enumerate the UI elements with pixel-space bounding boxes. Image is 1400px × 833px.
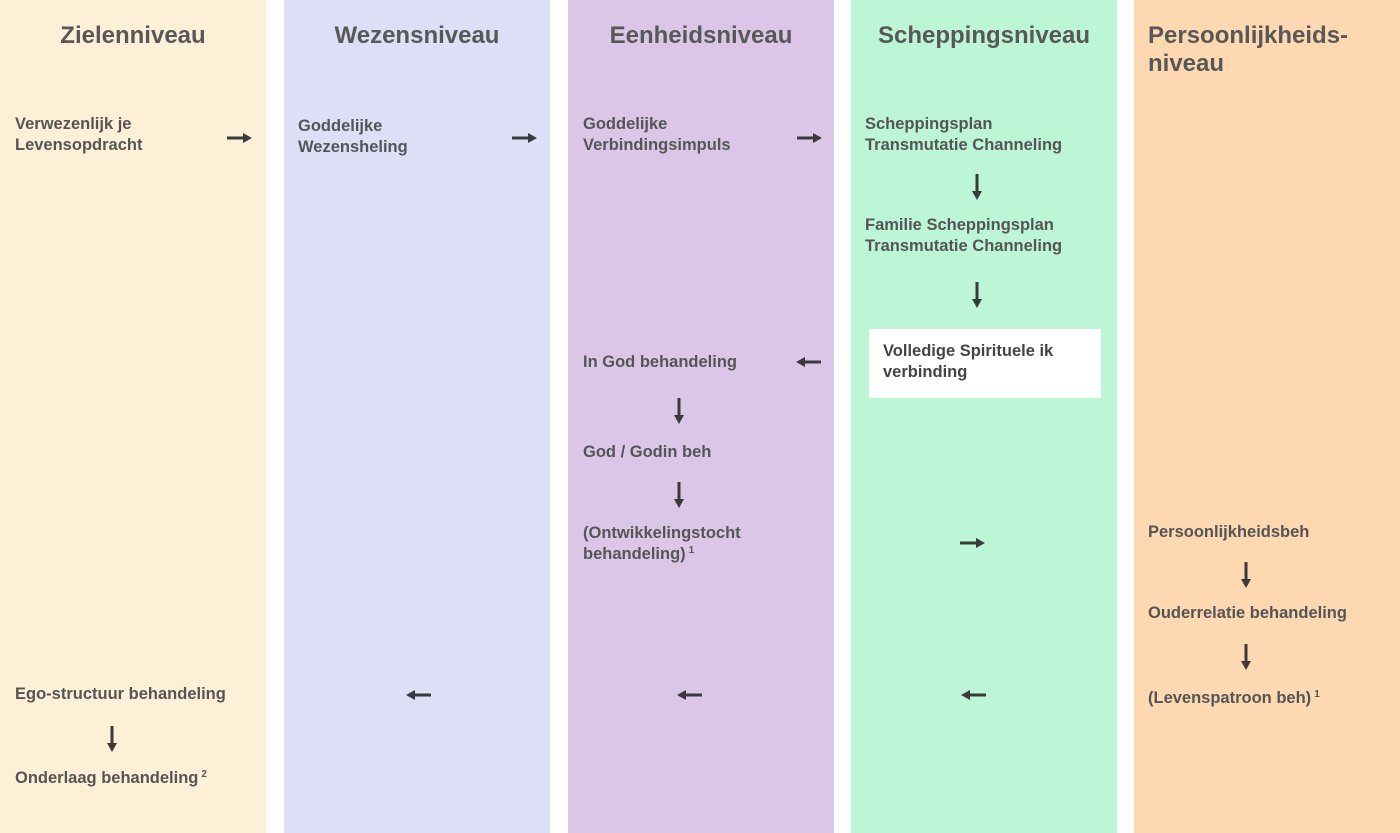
scheppingsplan-node: Scheppingsplan Transmutatie Channeling (865, 115, 1063, 154)
levensopdracht-node: Verwezenlijk je Levensopdracht (15, 115, 143, 154)
persoonlijkheidsbeh-node: Persoonlijkheidsbeh (1148, 523, 1310, 541)
column-title: Persoonlijkheids- niveau (1148, 22, 1349, 77)
levenspatroon-node: (Levenspatroon beh)1 (1148, 688, 1320, 709)
column-title: Scheppingsniveau (877, 22, 1091, 49)
ontwikkelingstocht-node: (Ontwikkelingstocht behandeling)1 (583, 523, 741, 565)
arrow-down-icon (970, 281, 984, 309)
ontwikkelingstocht-label: (Ontwikkelingstocht behandeling) (583, 524, 741, 563)
arrow-down-icon (1239, 643, 1253, 671)
arrow-down-icon (970, 173, 984, 201)
god-godin-node: God / Godin beh (583, 443, 712, 461)
familie-scheppingsplan-node: Familie Scheppingsplan Transmutatie Chan… (865, 216, 1063, 255)
column-title: Zielenniveau (60, 22, 206, 49)
arrow-right-icon (959, 536, 985, 550)
arrow-right-icon (511, 131, 537, 145)
verbindingsimpuls-node: Goddelijke Verbindingsimpuls (583, 115, 731, 154)
column-persoonlijkheidsniveau: Persoonlijkheids- niveau (1134, 0, 1400, 833)
arrow-left-icon (677, 688, 703, 702)
arrow-down-icon (105, 725, 119, 753)
levenspatroon-label: (Levenspatroon beh) (1148, 689, 1312, 707)
arrow-left-icon (406, 688, 432, 702)
onderlaag-label: Onderlaag behandeling (15, 769, 199, 787)
footnote-marker: 2 (201, 768, 207, 780)
arrow-right-icon (796, 131, 822, 145)
wezensheling-node: Goddelijke Wezensheling (298, 117, 408, 156)
footnote-marker: 1 (1314, 688, 1320, 700)
column-zielenniveau: Zielenniveau (0, 0, 266, 833)
arrow-right-icon (226, 131, 252, 145)
arrow-down-icon (1239, 561, 1253, 589)
spirituele-ik-box: Volledige Spirituele ik verbinding (869, 329, 1101, 398)
arrow-down-icon (672, 481, 686, 509)
arrow-left-icon (796, 355, 822, 369)
arrow-left-icon (961, 688, 987, 702)
ouderrelatie-node: Ouderrelatie behandeling (1148, 604, 1347, 622)
column-title: Eenheidsniveau (609, 22, 793, 49)
column-title: Wezensniveau (334, 22, 500, 49)
spirituele-ik-label: Volledige Spirituele ik verbinding (883, 342, 1054, 381)
footnote-marker: 1 (688, 544, 695, 556)
ego-structuur-node: Ego-structuur behandeling (15, 685, 226, 703)
in-god-node: In God behandeling (583, 353, 737, 371)
arrow-down-icon (672, 397, 686, 425)
